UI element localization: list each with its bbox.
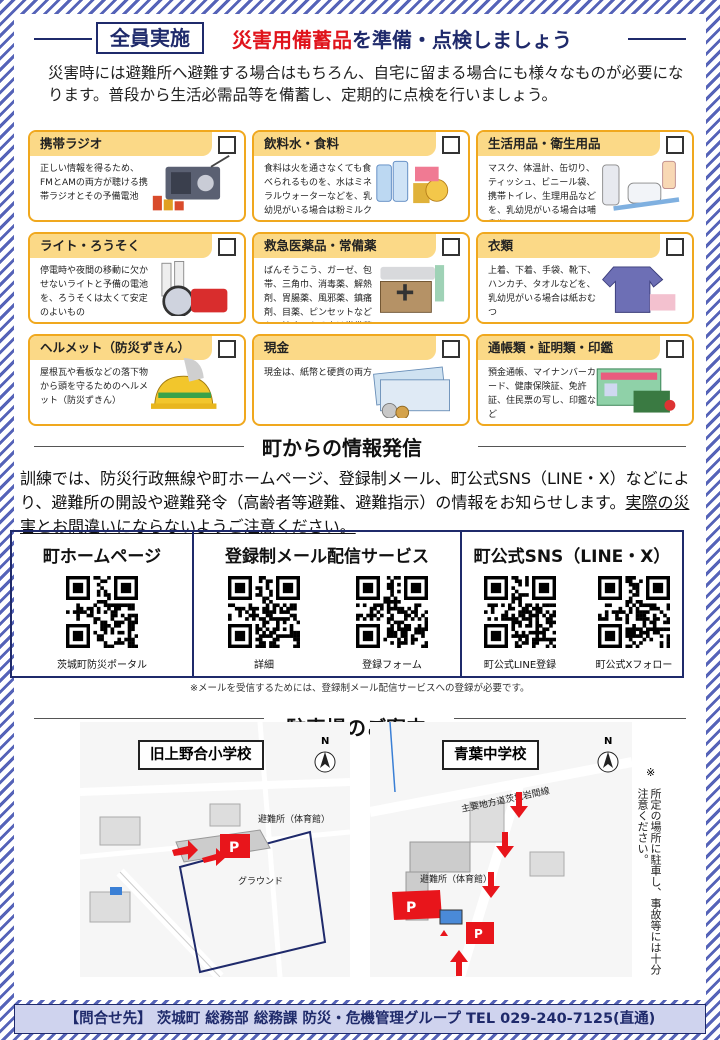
- qr-pattern: [356, 576, 429, 649]
- ground-label: グラウンド: [238, 875, 283, 887]
- item-description: 停電時や夜間の移動に欠かせないライトと予備の電池を、ろうそくは太くて安定のよいも…: [40, 266, 149, 318]
- item-title: 衣類: [478, 234, 660, 258]
- info-text: 訓練では、防災行政無線や町ホームページ、登録制メール、町公式SNS（LINE・X…: [20, 467, 690, 539]
- qr-caption: 町公式Xフォロー: [595, 660, 673, 671]
- section-rule-left: [34, 446, 244, 447]
- map-aoba-title: 青葉中学校: [442, 740, 539, 770]
- homepage-heading: 町ホームページ: [42, 547, 162, 567]
- stockpile-item-card: 現金現金は、紙幣と硬貨の両方: [252, 334, 470, 426]
- stockpile-item-card: ライト・ろうそく停電時や夜間の移動に欠かせないライトと予備の電池を、ろうそくは太…: [28, 232, 246, 324]
- qr-code-x[interactable]: [598, 576, 671, 649]
- qr-caption: 詳細: [254, 660, 274, 671]
- qr-code-mail-register[interactable]: [356, 576, 429, 649]
- header-rule-right: [628, 38, 686, 40]
- item-description: 食料は火を通さなくても食べられるものを、水はミネラルウォーターなどを、乳幼児がい…: [264, 164, 373, 216]
- mail-heading: 登録制メール配信サービス: [225, 547, 429, 567]
- item-checkbox[interactable]: [666, 136, 684, 154]
- item-title: 通帳類・証明類・印鑑: [478, 336, 660, 360]
- item-description: 屋根瓦や看板などの落下物から頭を守るためのヘルメット（防災ずきん）: [40, 368, 149, 406]
- item-title: 現金: [254, 336, 436, 360]
- contact-footer: 【問合せ先】 茨城町 総務部 総務課 防災・危機管理グループ TEL 029-2…: [14, 1004, 706, 1034]
- item-checkbox[interactable]: [442, 340, 460, 358]
- item-title: 救急医薬品・常備薬: [254, 234, 436, 258]
- parking-mark: P: [229, 840, 239, 856]
- map-kamiyagou-drawing: P グラウンド 避難所（体育館） N: [80, 722, 350, 977]
- stockpile-item-card: 携帯ラジオ正しい情報を得るため、FMとAMの両方が聴ける携帯ラジオとその予備電池: [28, 130, 246, 222]
- qr-code-mail-detail[interactable]: [228, 576, 301, 649]
- section-rule-right: [478, 446, 686, 447]
- item-title: ライト・ろうそく: [30, 234, 212, 258]
- map-aoba: P P 主要地方道茨城岩間線 避難所（体育館） N 青葉中学校: [370, 722, 632, 977]
- food-water-icon: [376, 160, 449, 204]
- radio-icon: [152, 155, 230, 211]
- info-body: 訓練では、防災行政無線や町ホームページ、登録制メール、町公式SNS（LINE・X…: [20, 469, 690, 512]
- stockpile-item-card: 生活用品・衛生用品マスク、体温計、缶切り、ティッシュ、ビニール袋、携帯トイレ、生…: [476, 130, 694, 222]
- item-description: ばんそうこう、ガーゼ、包帯、三角巾、消毒薬、解熱剤、胃腸薬、風邪薬、鎮痛剤、目薬…: [264, 266, 373, 318]
- item-title: 飲料水・食料: [254, 132, 436, 156]
- qr-code-bousai-portal[interactable]: [66, 576, 139, 649]
- stockpile-item-card: 通帳類・証明類・印鑑預金通帳、マイナンバーカード、健康保険証、免許証、住民票の写…: [476, 334, 694, 426]
- item-checkbox[interactable]: [442, 136, 460, 154]
- item-description: 正しい情報を得るため、FMとAMの両方が聴ける携帯ラジオとその予備電池: [40, 164, 148, 202]
- sns-heading: 町公式SNS（LINE・X）: [473, 547, 671, 567]
- item-description: 現金は、紙幣と硬貨の両方: [264, 368, 373, 378]
- stockpile-item-card: 衣類上着、下着、手袋、靴下、ハンカチ、タオルなどを、乳幼児がいる場合は紙おむつ: [476, 232, 694, 324]
- first-aid-icon: [380, 265, 445, 313]
- qr-code-line[interactable]: [484, 576, 557, 649]
- parking-note: 所定の場所に駐車し、事故等には十分注意ください。: [636, 788, 662, 975]
- qr-column-sns: 町公式SNS（LINE・X） 町公式LINE登録 町公式Xフォロー: [460, 532, 682, 676]
- documents-icon: [596, 368, 676, 413]
- qr-caption: 町公式LINE登録: [483, 660, 557, 671]
- item-description: マスク、体温計、缶切り、ティッシュ、ビニール袋、携帯トイレ、生理用品などを、乳幼…: [488, 164, 597, 216]
- mail-registration-note: ※メールを受信するためには、登録制メール配信サービスへの登録が必要です。: [190, 683, 530, 694]
- map-kamiyagou: P グラウンド 避難所（体育館） N 旧上野合小学校: [80, 722, 350, 977]
- qr-code-panel: 町ホームページ 茨城町防災ポータル 登録制メール配信サービス 詳細 登録フォーム…: [10, 530, 684, 678]
- item-checkbox[interactable]: [666, 238, 684, 256]
- parking-mark: P: [406, 900, 416, 916]
- qr-pattern: [228, 576, 301, 649]
- item-title: ヘルメット（防災ずきん）: [30, 336, 212, 360]
- map-aoba-drawing: P P 主要地方道茨城岩間線 避難所（体育館） N: [370, 722, 632, 977]
- stockpile-item-card: 飲料水・食料食料は火を通さなくても食べられるものを、水はミネラルウォーターなどを…: [252, 130, 470, 222]
- qr-pattern: [598, 576, 671, 649]
- parking-rule-right: [454, 718, 686, 719]
- item-checkbox[interactable]: [218, 238, 236, 256]
- cash-icon: [373, 366, 450, 418]
- stockpile-item-card: 救急医薬品・常備薬ばんそうこう、ガーゼ、包帯、三角巾、消毒薬、解熱剤、胃腸薬、風…: [252, 232, 470, 324]
- item-checkbox[interactable]: [218, 136, 236, 154]
- helmet-icon: [151, 358, 217, 409]
- north-label: N: [321, 736, 329, 747]
- shelter-label: 避難所（体育館）: [420, 873, 492, 885]
- info-section-title: 町からの情報発信: [262, 436, 422, 460]
- parking-mark: P: [474, 927, 483, 941]
- hygiene-icon: [602, 160, 680, 211]
- stockpile-item-card: ヘルメット（防災ずきん） 屋根瓦や看板などの落下物から頭を守るためのヘルメット（防…: [28, 334, 246, 426]
- item-title: 生活用品・衛生用品: [478, 132, 660, 156]
- qr-pattern: [66, 576, 139, 649]
- all-participate-badge: 全員実施: [96, 22, 204, 54]
- item-checkbox[interactable]: [666, 340, 684, 358]
- qr-pattern: [484, 576, 557, 649]
- title-rest: を準備・点検しましょう: [352, 28, 572, 52]
- item-title: 携帯ラジオ: [30, 132, 212, 156]
- title-highlight: 災害用備蓄品: [232, 28, 352, 52]
- flashlight-icon: [161, 260, 228, 316]
- page-title: 災害用備蓄品を準備・点検しましょう: [232, 24, 572, 53]
- shelter-label: 避難所（体育館）: [258, 813, 330, 825]
- clothes-icon: [602, 266, 676, 313]
- item-description: 預金通帳、マイナンバーカード、健康保険証、免許証、住民票の写し、印鑑など: [488, 368, 597, 420]
- intro-text: 災害時には避難所へ避難する場合はもちろん、自宅に留まる場合にも様々なものが必要に…: [48, 64, 684, 104]
- item-checkbox[interactable]: [218, 340, 236, 358]
- note-mark: ※: [646, 766, 656, 779]
- north-label: N: [604, 736, 612, 747]
- qr-column-mail: 登録制メール配信サービス 詳細 登録フォーム: [192, 532, 460, 676]
- header-rule-left: [34, 38, 92, 40]
- map-kamiyagou-title: 旧上野合小学校: [138, 740, 264, 770]
- qr-caption: 茨城町防災ポータル: [57, 660, 147, 671]
- item-checkbox[interactable]: [442, 238, 460, 256]
- parking-rule-left: [34, 718, 264, 719]
- qr-column-homepage: 町ホームページ 茨城町防災ポータル: [12, 532, 192, 676]
- item-description: 上着、下着、手袋、靴下、ハンカチ、タオルなどを、乳幼児がいる場合は紙おむつ: [488, 266, 597, 318]
- qr-caption: 登録フォーム: [362, 660, 422, 671]
